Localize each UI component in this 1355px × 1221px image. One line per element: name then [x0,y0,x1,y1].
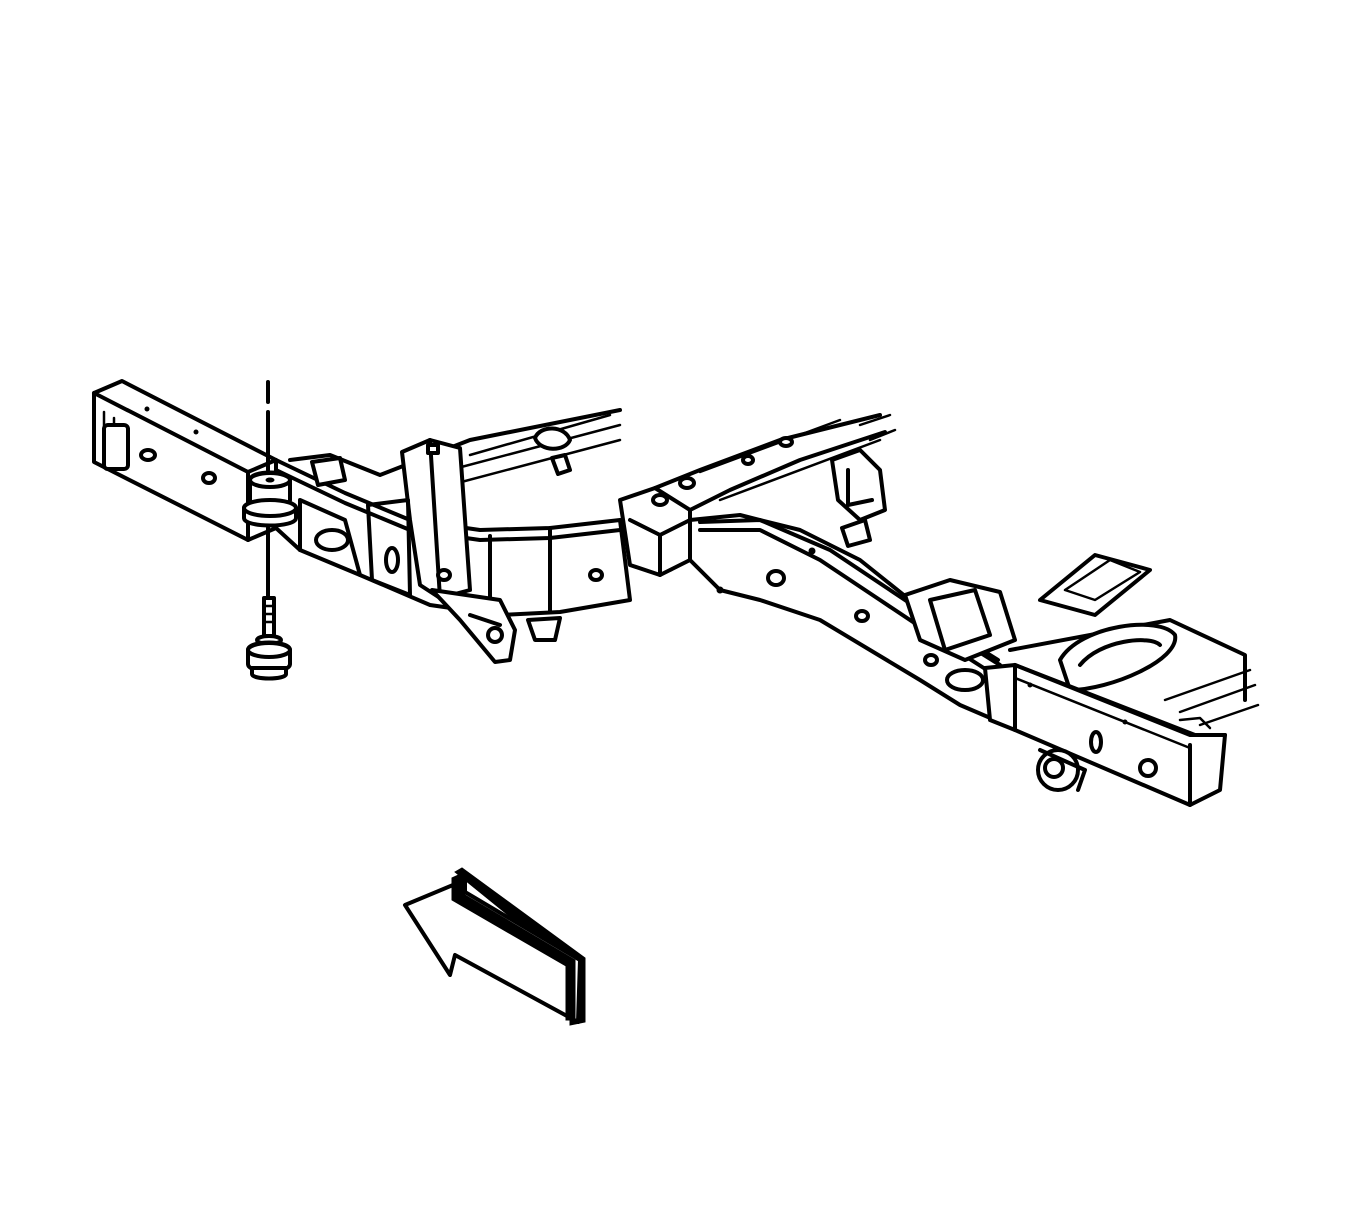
rail-rivet [193,429,199,435]
spring-hanger-bracket [366,438,562,664]
rail-outboard-left [288,408,622,487]
spare-tire-crossmember [1058,622,1178,692]
rail-end-bracket [102,423,130,471]
upper-body-mount-cushion [242,470,298,528]
body-mount-bolt [255,596,283,646]
crossmember-bracket [533,426,572,451]
rail-kickup-section [618,486,1002,722]
front-direction-arrow-icon [403,867,586,1026]
rail-mount-hole [945,668,985,692]
rear-hanger-bracket [830,448,887,522]
background-rail-lines [858,413,1260,727]
bracket-slot [384,546,400,574]
rail-round-hole [766,569,786,587]
rail-front-end-box [92,379,278,542]
rail-rear-end-box [983,663,1227,807]
rail-round-hole [1138,758,1158,778]
bracket-bolt-hole [486,626,504,644]
frame-rail-assembly [92,379,1260,807]
rail-round-hole [201,471,217,485]
body-mount-assembly [242,380,298,681]
lower-body-mount-cushion [246,640,292,681]
rail-rivet [144,406,150,412]
rail-round-hole [588,568,604,582]
rear-crossmember [903,553,1247,702]
bracket-hole [426,443,440,455]
rail-outboard-right [653,413,887,548]
rail-slot-hole [139,448,157,462]
rail-mount-hole [314,528,350,552]
